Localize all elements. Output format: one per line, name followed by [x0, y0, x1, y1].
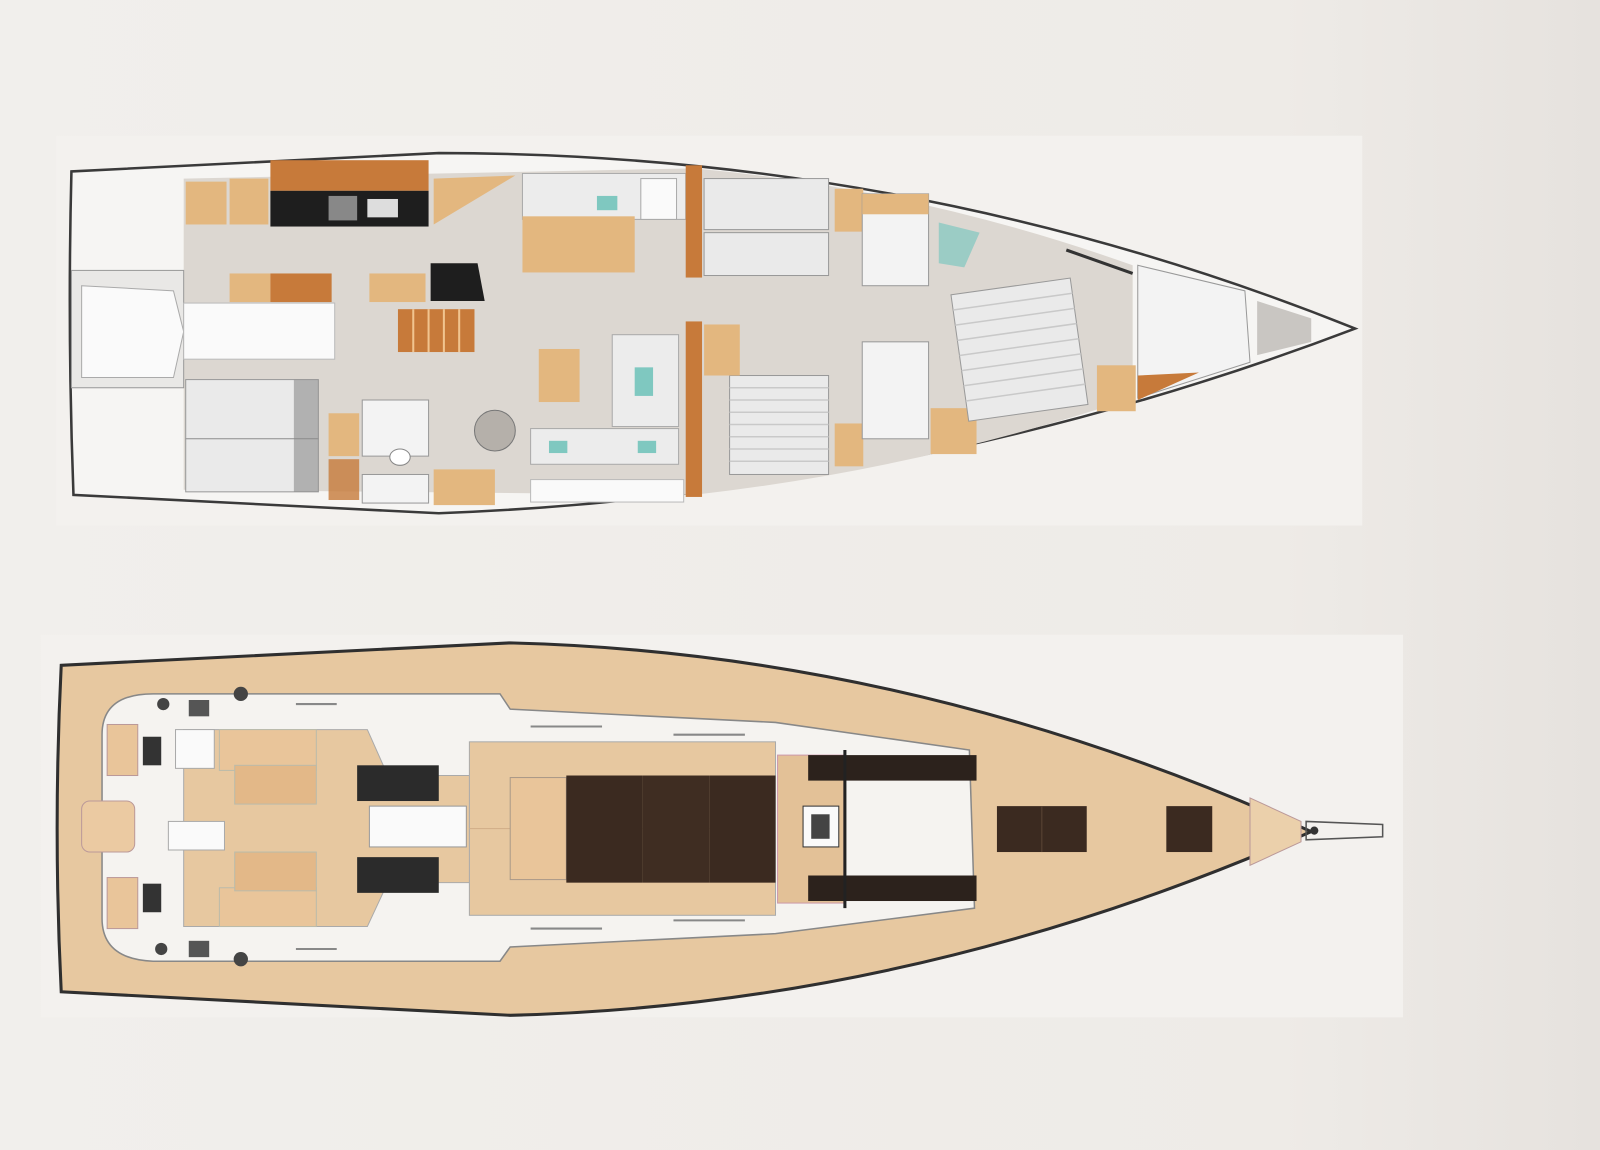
saloon-table — [522, 216, 635, 273]
forward-hatch-2 — [1166, 806, 1213, 853]
skylight-3 — [709, 775, 776, 883]
deck-layout — [55, 641, 1384, 1017]
main-hatch — [509, 777, 567, 881]
mast-base — [802, 805, 840, 848]
interior-layout — [68, 151, 1359, 515]
helm-port — [142, 736, 162, 766]
companionway-stairs — [397, 309, 475, 353]
mid-berth-1 — [703, 178, 830, 231]
cockpit-seat-1 — [357, 765, 439, 802]
mid-berth-2 — [703, 232, 830, 277]
forepeak — [1137, 264, 1251, 399]
tender — [81, 285, 185, 379]
skylight-2 — [642, 775, 710, 883]
skylight-1 — [566, 775, 643, 883]
mast-step — [473, 409, 516, 452]
helm-starboard — [142, 883, 162, 913]
owner-berth — [950, 277, 1089, 422]
stern-aft-bench — [183, 302, 336, 360]
cockpit-seat-2 — [357, 857, 439, 893]
bowsprit — [1305, 820, 1384, 841]
